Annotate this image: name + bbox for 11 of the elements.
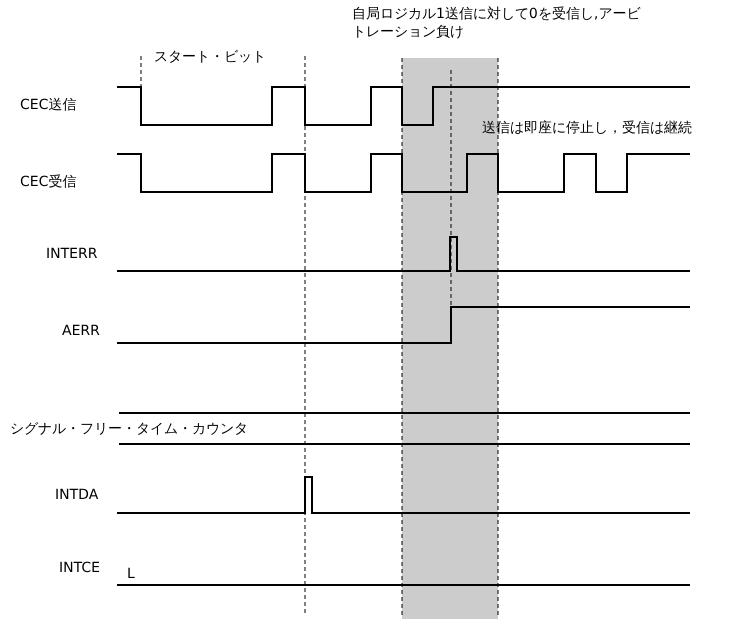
annotation-note: 自局ロジカル1送信に対して0を受信し,アービトレーション負け: [352, 5, 642, 41]
signal-name: CEC送信: [20, 96, 76, 114]
signal-name: AERR: [62, 322, 100, 340]
phase-label: スタート・ビット: [154, 48, 266, 66]
signal-name: INTCE: [59, 559, 100, 577]
signal-name: INTDA: [55, 486, 98, 504]
signal-name: CEC受信: [20, 173, 76, 191]
signal-name: シグナル・フリー・タイム・カウンタ: [10, 420, 248, 438]
annotation-note: 送信は即座に停止し，受信は継続: [482, 119, 692, 137]
signal-name: INTERR: [46, 245, 98, 263]
level-label: L: [127, 565, 135, 583]
